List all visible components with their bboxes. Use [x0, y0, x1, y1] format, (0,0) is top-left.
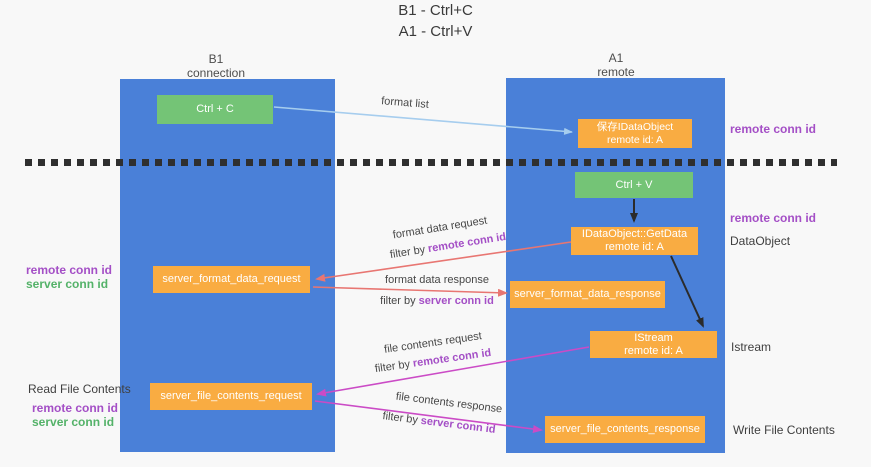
session-divider-dashed-line [25, 159, 837, 166]
ctrl-v-label: Ctrl + V [615, 178, 653, 191]
filter-by-text: filter by [389, 243, 427, 262]
format-data-response-label: format data response [385, 274, 489, 286]
right-column-name: A1 [608, 51, 624, 65]
format-data-response-arrow [312, 286, 508, 297]
remote-conn-id-right-top-label: remote conn id [730, 122, 817, 136]
title-line-2: A1 - Ctrl+V [398, 23, 473, 40]
diagram-title: B1 - Ctrl+C A1 - Ctrl+V [0, 0, 871, 42]
server-format-data-request-label: server_format_data_request [162, 273, 301, 285]
save-idataobject-line1: 保存IDataObject [596, 120, 674, 133]
filter-by-text: filter by [381, 410, 419, 427]
server-format-data-response-label: server_format_data_response [514, 288, 661, 300]
istream-line1: IStream [634, 331, 673, 344]
right-column-header: A1 remote [536, 51, 696, 79]
idataobject-getdata-line1: IDataObject::GetData [581, 228, 688, 240]
save-idataobject-line2: remote id: A [606, 133, 664, 146]
ctrl-c-label: Ctrl + C [196, 103, 234, 115]
server-file-contents-request-label: server_file_contents_request [160, 390, 302, 402]
left-column-header: B1 connection [136, 52, 296, 80]
idataobject-getdata-line2: remote id: A [605, 241, 664, 253]
server-file-contents-response-label: server_file_contents_response [550, 423, 700, 435]
istream-line2: remote id: A [624, 344, 683, 357]
ctrl-c-box: Ctrl + C [157, 95, 273, 124]
read-file-contents-label: Read File Contents [28, 382, 131, 396]
server-conn-id-left-bottom-label: server conn id [32, 415, 115, 429]
filter-by-text: filter by [374, 358, 411, 376]
title-line-1: B1 - Ctrl+C [398, 2, 473, 19]
dataobject-label: DataObject [730, 234, 791, 248]
server-file-contents-response-box: server_file_contents_response [545, 416, 705, 443]
remote-conn-id-right-mid-label: remote conn id [730, 211, 817, 225]
idataobject-getdata-box: IDataObject::GetData remote id: A [571, 227, 698, 255]
server-format-data-request-box: server_format_data_request [153, 266, 310, 293]
left-column-name: B1 [208, 52, 224, 66]
file-contents-response-label: file contents response [395, 390, 503, 416]
save-idataobject-box: 保存IDataObject remote id: A [578, 119, 692, 148]
server-conn-id-text: server conn id [418, 295, 494, 307]
istream-box: IStream remote id: A [590, 331, 717, 358]
right-column-subtitle: remote [597, 65, 635, 79]
ctrl-v-box: Ctrl + V [575, 172, 693, 198]
server-format-data-response-box: server_format_data_response [510, 281, 665, 308]
filter-by-text: filter by [380, 295, 416, 307]
server-conn-id-text: server conn id [420, 414, 497, 436]
remote-conn-id-left-label: remote conn id [26, 263, 113, 277]
format-list-label: format list [380, 95, 430, 111]
left-column-subtitle: connection [186, 66, 246, 80]
write-file-contents-label: Write File Contents [733, 423, 835, 437]
server-file-contents-request-box: server_file_contents_request [150, 383, 312, 410]
istream-side-label: Istream [731, 340, 772, 354]
server-conn-id-left-label: server conn id [26, 277, 109, 291]
remote-conn-id-left-bottom-label: remote conn id [32, 401, 119, 415]
